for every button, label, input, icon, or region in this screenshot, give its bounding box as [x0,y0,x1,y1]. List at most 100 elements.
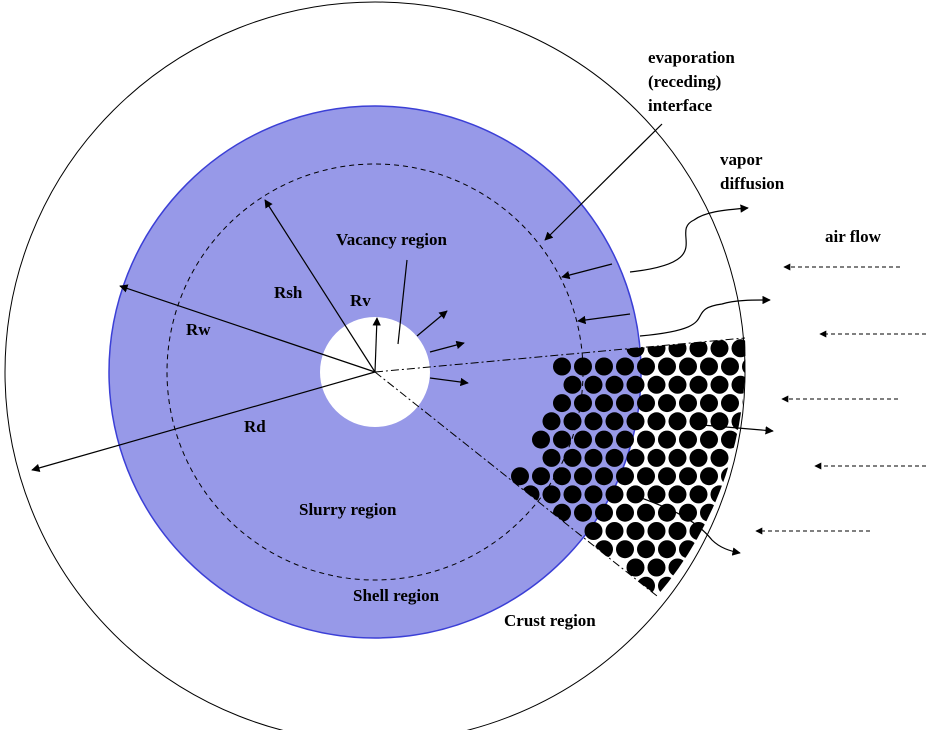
vacancy-label-pointer [397,259,408,345]
crust-out-arrow-1 [701,424,774,435]
crust-particle [658,430,676,449]
crust-particle [584,375,603,394]
crust-particle [563,412,582,431]
crust-particle [710,448,729,467]
crust-particle [616,467,634,486]
crust-particle [679,394,697,413]
crust-particle [700,430,718,449]
crust-particle [742,357,746,376]
shell-region-label: Shell region [353,586,440,605]
crust-particle [584,412,603,431]
crust-particle [658,467,676,486]
crust-particle [721,503,739,522]
crust-boundary-upper [374,337,746,373]
vacancy-arrow-2 [429,340,465,353]
crust-boundary-lower [374,371,658,597]
vacancy-arrow-3 [429,377,469,387]
crust-particle [605,485,624,504]
crust-particle [574,467,592,486]
crust-particle [731,339,746,358]
crust-particle [626,558,645,577]
crust-region-label: Crust region [504,611,596,630]
crust-particle [721,394,739,413]
evaporation-label-2: (receding) [648,72,721,91]
crust-particle [710,339,729,358]
vapor-label-1: vapor [720,150,763,169]
crust-particle [742,467,746,486]
crust-particle [563,485,582,504]
receding-arrow-1 [561,263,613,280]
crust-particle [574,394,592,413]
crust-particle [605,522,624,540]
crust-particle [637,503,655,522]
crust-particle [753,412,771,430]
crust-particle [637,394,655,413]
crust-particle [532,430,550,449]
radius-rv-arrow [372,317,381,373]
crust-particle [689,558,708,577]
crust-particle [647,485,666,504]
evaporation-label-1: evaporation [648,48,735,67]
crust-particle [626,412,645,431]
crust-particle [553,394,571,413]
crust-particle [721,357,739,376]
crust-particle [753,376,771,394]
crust-particle [637,540,655,559]
slurry-region-label: Slurry region [299,500,397,519]
crust-particle [742,430,746,449]
crust-particle [595,467,613,486]
crust-particle [595,430,613,449]
crust-particle [616,430,634,449]
rd-label: Rd [244,417,266,436]
crust-particle [584,485,603,504]
crust-particle [742,394,746,413]
crust-particle [689,448,708,467]
crust-particle [532,467,550,486]
evaporation-label-3: interface [648,96,713,115]
crust-particle [679,503,697,522]
crust-particle [668,375,687,394]
crust-particle [511,467,529,486]
crust-particle [658,357,676,376]
crust-particle [553,430,571,449]
crust-particle [647,412,666,431]
vapor-diffusion-arrow-2 [639,295,771,337]
crust-particle [668,448,687,467]
crust-particle [668,412,687,431]
crust-particle [679,357,697,376]
crust-particle [668,558,687,577]
crust-particle [616,394,634,413]
rv-label: Rv [350,291,371,310]
crust-particle [710,375,729,394]
crust-particle [689,412,708,431]
receding-arrow-2 [577,313,631,325]
crust-particle [710,558,729,577]
crust-particle [605,448,624,467]
crust-particle [647,558,666,577]
crust-particle [689,485,708,504]
crust-particle [584,448,603,467]
rsh-label: Rsh [274,283,303,302]
crust-particle [753,449,771,467]
crust-particle [689,522,708,540]
crust-particle [595,394,613,413]
crust-particle [731,522,746,540]
crust-particle [647,375,666,394]
crust-particle [679,540,697,559]
crust-particle [700,394,718,413]
air-flow-label: air flow [825,227,882,246]
rw-label: Rw [186,320,211,339]
crust-particle [647,448,666,467]
crust-particle [689,375,708,394]
crust-particle [637,357,655,376]
crust-particle [679,430,697,449]
crust-particle [637,467,655,486]
crust-particle [605,412,624,431]
radius-rd-arrow [31,371,376,472]
crust-particle [668,522,687,540]
crust-particle [731,485,746,504]
crust-particle [721,540,739,559]
crust-particle [647,522,666,540]
